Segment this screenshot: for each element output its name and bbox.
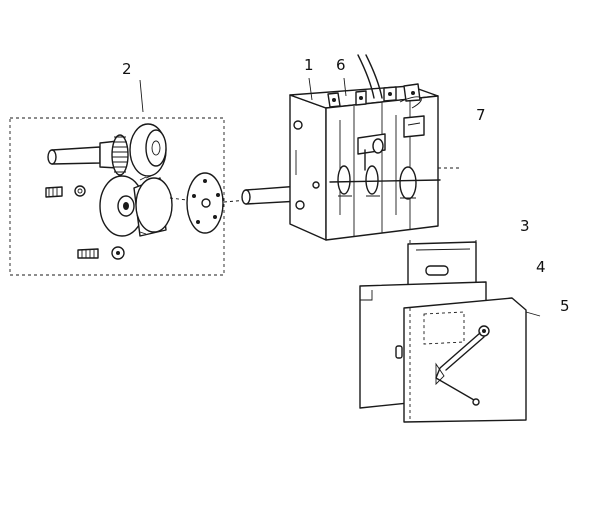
switch-body [241, 54, 460, 241]
callout-2: 2 [122, 60, 132, 78]
leader-1 [308, 77, 313, 101]
leader-5 [525, 311, 541, 317]
callout-5: 5 [560, 297, 570, 315]
drive-gear-lower [99, 175, 173, 237]
leader-6 [343, 77, 347, 97]
pinion-gear [111, 134, 129, 176]
wire-lead [357, 54, 375, 99]
mounting-plate [169, 172, 249, 234]
switch-cams [329, 165, 441, 200]
gear-assembly-group [9, 79, 225, 276]
callout-4: 4 [536, 258, 546, 276]
callout-6: 6 [336, 56, 346, 74]
screw-lower [77, 246, 125, 260]
spring-contact [435, 325, 490, 406]
switch-terminals [327, 83, 421, 108]
callout-3: 3 [520, 217, 530, 235]
drive-disk-upper [129, 123, 167, 177]
front-plate [403, 297, 541, 423]
callout-7: 7 [476, 106, 486, 124]
gear-assembly-box [9, 117, 225, 276]
screw-upper [45, 185, 86, 198]
callout-1: 1 [304, 56, 314, 74]
gear-shaft [47, 140, 119, 169]
switch-front-face [289, 94, 327, 241]
leader-7 [399, 96, 422, 109]
leader-2 [139, 79, 144, 113]
